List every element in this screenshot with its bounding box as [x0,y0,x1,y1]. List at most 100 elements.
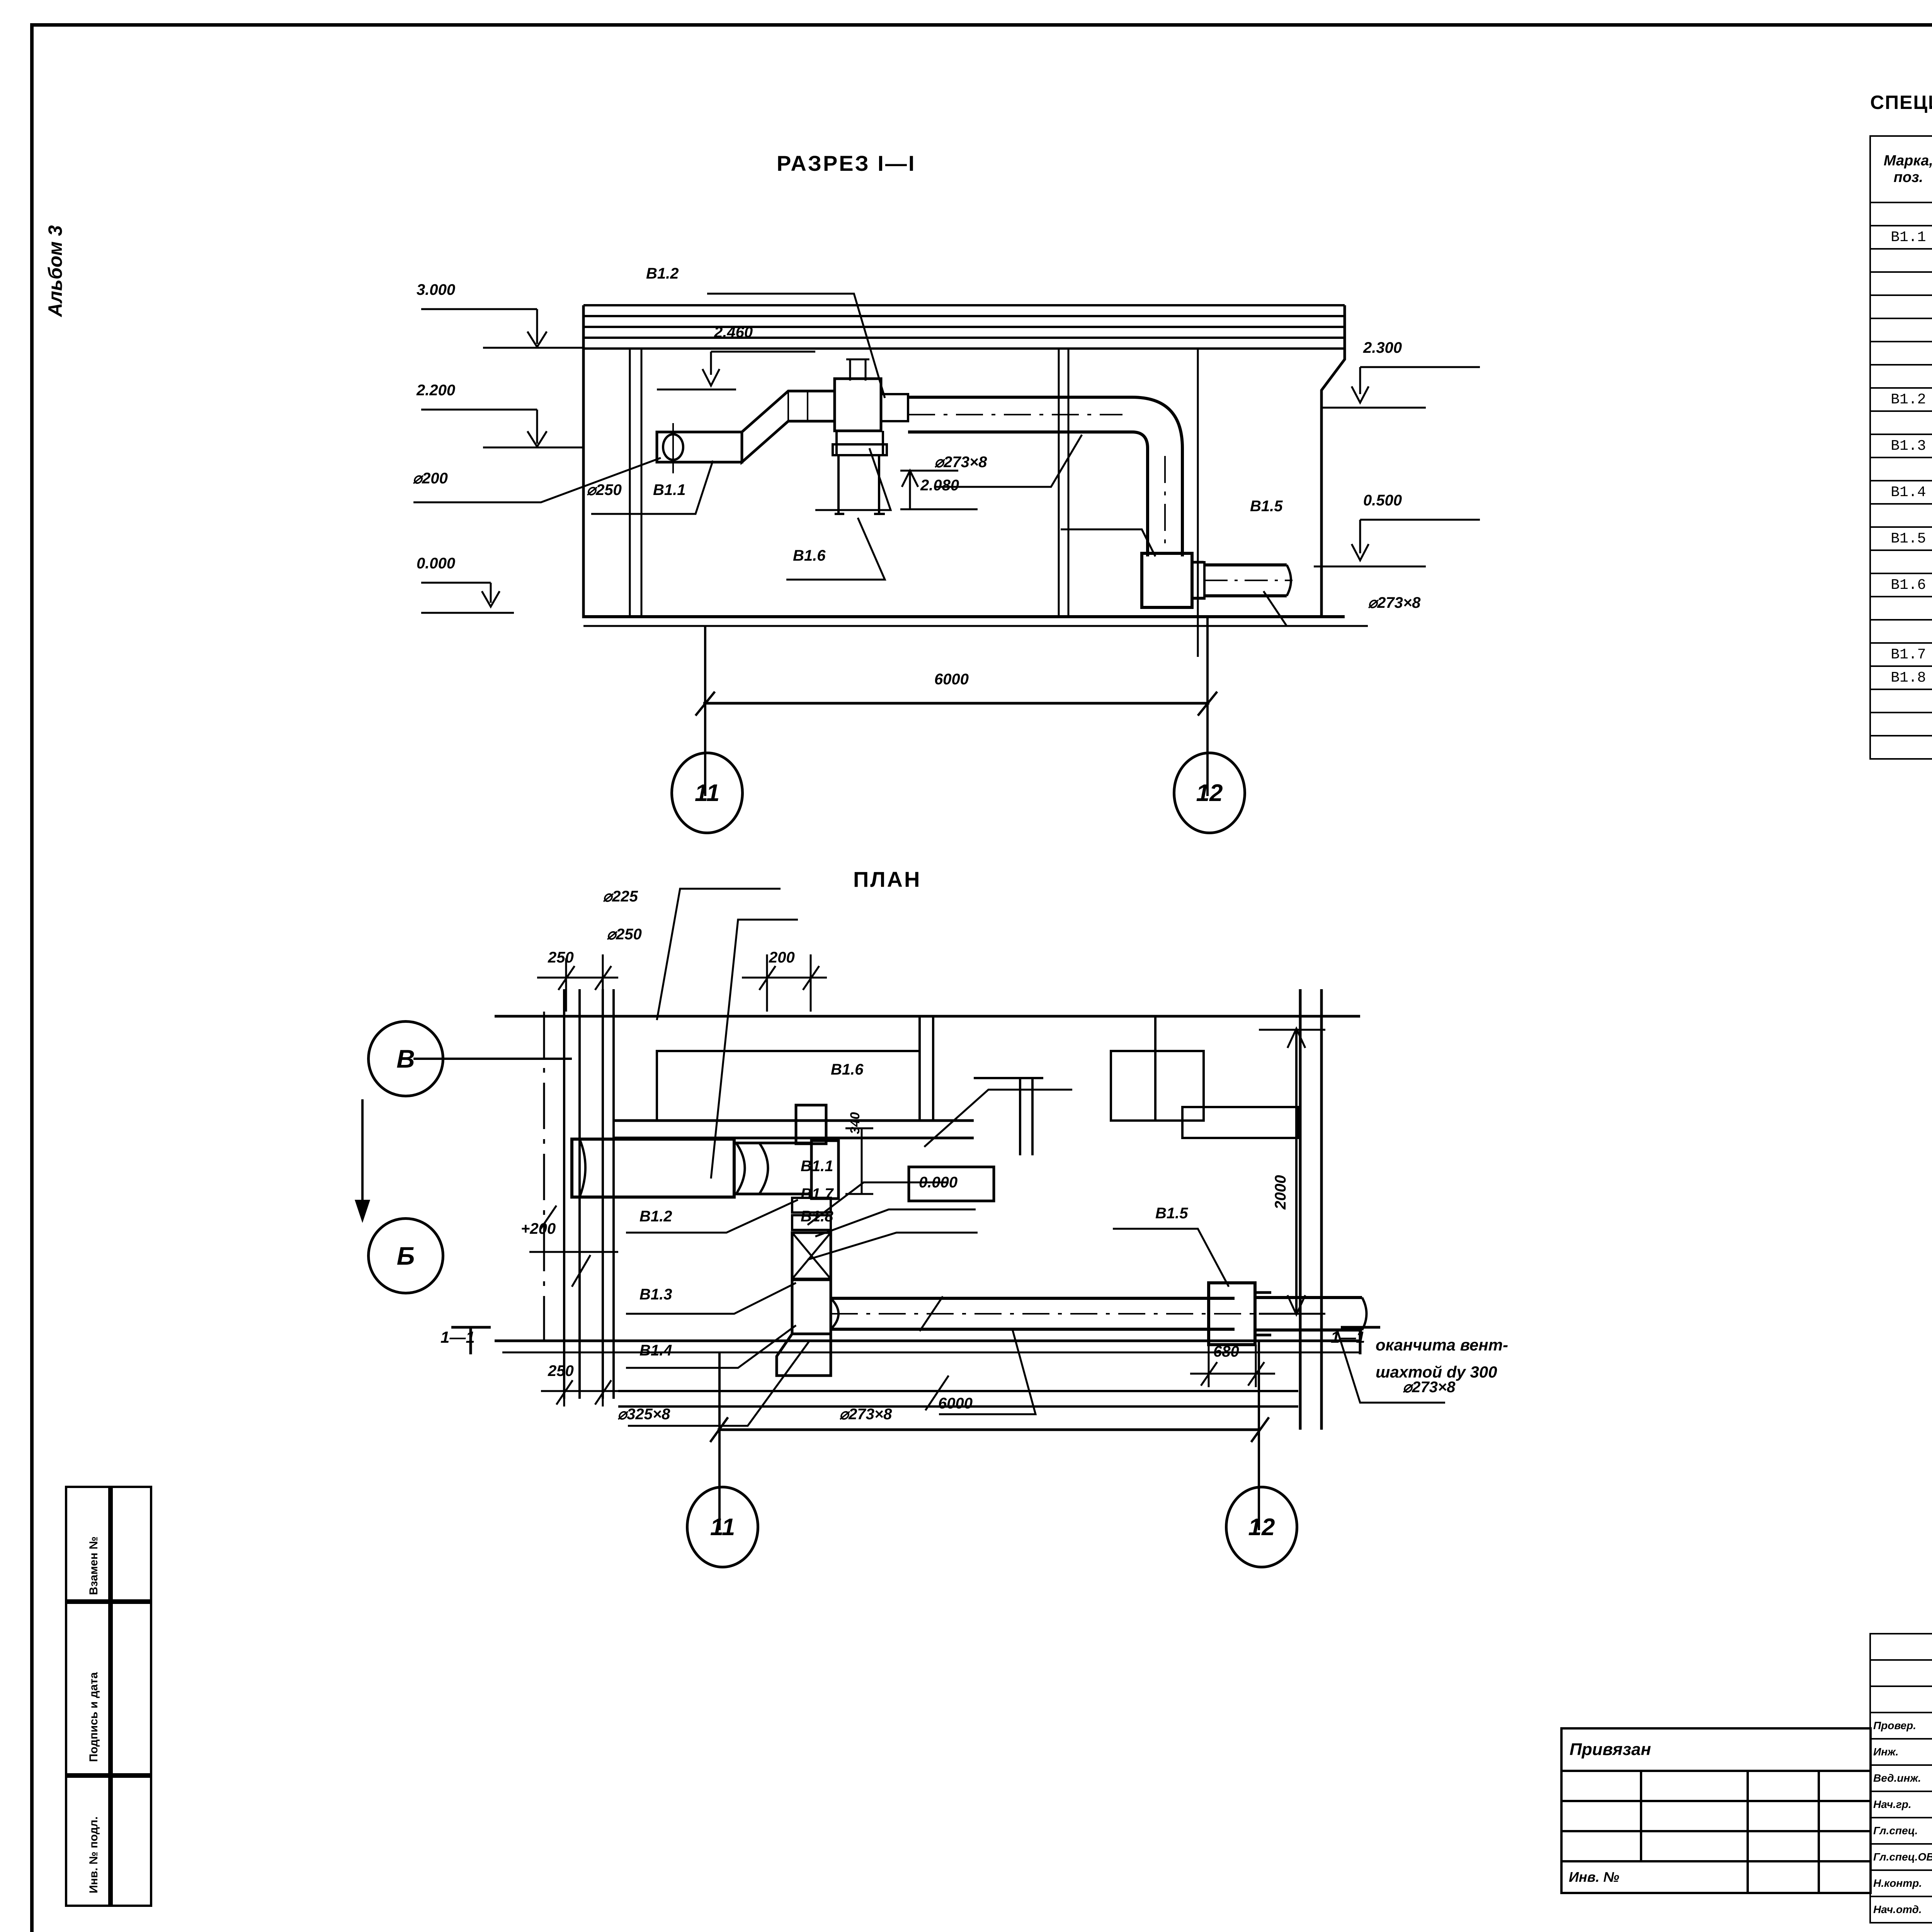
plan-pipe-d250: ⌀250 [607,926,642,943]
plan-callout-b14: В1.4 [639,1342,672,1359]
tb-sig-row-5: Гл.спец.ОВ Цапенко Цап 6.01.90 Установка… [1869,1843,1932,1871]
privyazan-cell-r4c3 [1747,1860,1820,1894]
spec-table-row: ИА010I0-300I82,0 [1869,503,1932,528]
section-callout-b12: В1.2 [646,265,679,282]
tb-blank-r0c0 [1869,1633,1932,1661]
spec-table-row: В1.6I.494-30 в.2Кронштейн для уста- [1869,573,1932,597]
section-elev-2080: 2.080 [920,477,959,494]
spec-table-row: В1.5ТДК-Н-I-70 ч.П, р.Ш,Коробка М3-III60 [1869,526,1932,551]
tb-sig-row-2: Вед.инж. Пугачева Пуг 6.01.90 Склад мате… [1869,1764,1932,1792]
spec-table-row: родвигателем 4А71А2 [1869,318,1932,342]
spec-cell-mark [1869,619,1932,644]
tb-role-6: Н.контр. [1869,1869,1932,1897]
plan-pipe-d325: ⌀325×8 [617,1406,670,1423]
spec-table-row: НФ0.00-03I0,86 [1869,457,1932,481]
spec-cell-mark [1869,202,1932,226]
spec-cell-mark: В1.5 [1869,526,1932,551]
privyazan-cell-r3c1 [1560,1830,1642,1862]
title-block: А-II(III, IV) - 2500-0459.90-ОВ Провер. … [1869,1633,1932,1923]
spec-cell-mark [1869,294,1932,319]
tb-sig-row-4: Гл.спец. Анфимова Анф 6.01.90 [1869,1817,1932,1845]
plan-axis-12: 12 [1225,1486,1298,1568]
spec-cell-mark [1869,735,1932,760]
privyazan-cell-r1c3 [1747,1770,1820,1802]
spec-table-title: СПЕЦИФИКАЦИЯ ОТОПИТЕЛЬНО - ВЕНТИЛЯЦИОННО… [1870,92,1932,113]
spec-cell-mark: В1.2 [1869,387,1932,412]
privyazan-cell-r1c1 [1560,1770,1642,1802]
privyazan-block: Привязан Инв. № [1560,1727,1872,1894]
plan-callout-b17: В1.7 [801,1185,833,1202]
left-stamp-vzamen-value [111,1486,152,1602]
tb-role-3: Нач.гр. [1869,1791,1932,1818]
left-stamp-vzamen [65,1486,111,1602]
tb-sig-row-0: Провер. Прибылева Приб 6.01.9 [1869,1712,1932,1740]
spec-cell-mark [1869,689,1932,713]
plan-note-line-0: оканчита вент- [1376,1336,1509,1354]
plan-pipe-d225: ⌀225 [603,888,638,905]
section-elev-2200: 2.200 [417,382,456,399]
section-elev-2460: 2.460 [714,324,753,341]
spec-table: Марка, поз. Обозначение Наименование Кол… [1869,135,1932,760]
plan-axis-v-label: В [396,1044,415,1073]
spec-table-header-row: Марка, поз. Обозначение Наименование Кол… [1869,135,1932,203]
spec-cell-mark [1869,248,1932,273]
plan-level-tag: 0.000 [919,1174,958,1191]
spec-table-row: альбом 3 [1869,549,1932,574]
spec-cell-mark [1869,318,1932,342]
spec-table-row: В1.25.904-38Гибкая вставка [1869,387,1932,412]
tb-sig-row-6: Н.контр. Цапенко Цап 6.01.90 [1869,1869,1932,1897]
plan-note-line-1: шахтой dy 300 [1376,1363,1497,1381]
section-elev-3000: 3.000 [417,281,456,298]
tb-role-5: Гл.спец.ОВ [1869,1843,1932,1871]
privyazan-cell-r3c2 [1640,1830,1749,1862]
section-callout-b15: В1.5 [1250,498,1283,515]
plan-axis-b-label: Б [396,1242,415,1270]
spec-table-row: В1.1Вентилятор радиальный [1869,225,1932,250]
section-pipe-d250: ⌀250 [587,481,622,498]
plan-dim-340: 340 [848,1112,862,1134]
plan-callout-b16: В1.6 [831,1061,864,1078]
section-elev-0000: 0.000 [417,555,456,572]
section-axis-11-label: 11 [694,779,720,806]
tb-role-7: Нач.отд. [1869,1896,1932,1923]
plan-pipe-d273b: ⌀273×8 [1403,1379,1456,1396]
spec-table-row: с виброизоляторами [1869,364,1932,389]
spec-cell-mark [1869,549,1932,574]
spec-table-row [1869,689,1932,713]
tb-role-1: Инж. [1869,1738,1932,1766]
tb-blank-r1c0 [1869,1659,1932,1687]
plan-axis-b: Б [367,1217,444,1294]
privyazan-cell-r2c3 [1747,1800,1820,1832]
section-pipe-d273a: ⌀273×8 [934,454,987,471]
sheet-frame [30,23,1932,1932]
spec-table-row [1869,735,1932,760]
spec-cell-mark [1869,596,1932,621]
spec-cell-mark [1869,410,1932,435]
section-axis-12-label: 12 [1196,779,1223,806]
tb-role-4: Гл.спец. [1869,1817,1932,1845]
plan-axis-12-label: 12 [1248,1514,1275,1541]
privyazan-label: Привязан [1560,1727,1872,1772]
privyazan-cell-r1c2 [1640,1770,1749,1802]
spec-table-row: В1.4Герметический клапан [1869,480,1932,505]
section-pipe-d273b: ⌀273×8 [1368,594,1421,611]
plan-dim-250-bottom: 250 [548,1362,574,1379]
privyazan-cell-r3c3 [1747,1830,1820,1862]
spec-table-row [1869,712,1932,736]
plan-callout-b13: В1.3 [639,1286,672,1303]
spec-cell-mark [1869,457,1932,481]
spec-cell-mark: В1.4 [1869,480,1932,505]
spec-table-row: 2800 об/мин, 0,75 квт [1869,341,1932,366]
plan-callout-b12: В1.2 [639,1208,672,1225]
spec-cell-mark [1869,712,1932,736]
spec-cell-mark: В1.1 [1869,225,1932,250]
section-span-dim: 6000 [934,671,969,688]
spec-cell-mark [1869,364,1932,389]
tb-sig-row-3: Нач.гр. Прибылева Приб 6.01.90 Р 21 [1869,1791,1932,1818]
spec-table-row: ВЦ4-75, dк= 1,1dнI36,4 [1869,248,1932,273]
plan-elevation-tag: +200 [521,1220,556,1237]
spec-table-row: Б7А002.000 тип III6,2 [1869,619,1932,644]
spec-table-row: В1.705.900-I в.3.Шибер ГДТ600.00.000-03I… [1869,642,1932,667]
tb-role-0: Провер. [1869,1712,1932,1740]
